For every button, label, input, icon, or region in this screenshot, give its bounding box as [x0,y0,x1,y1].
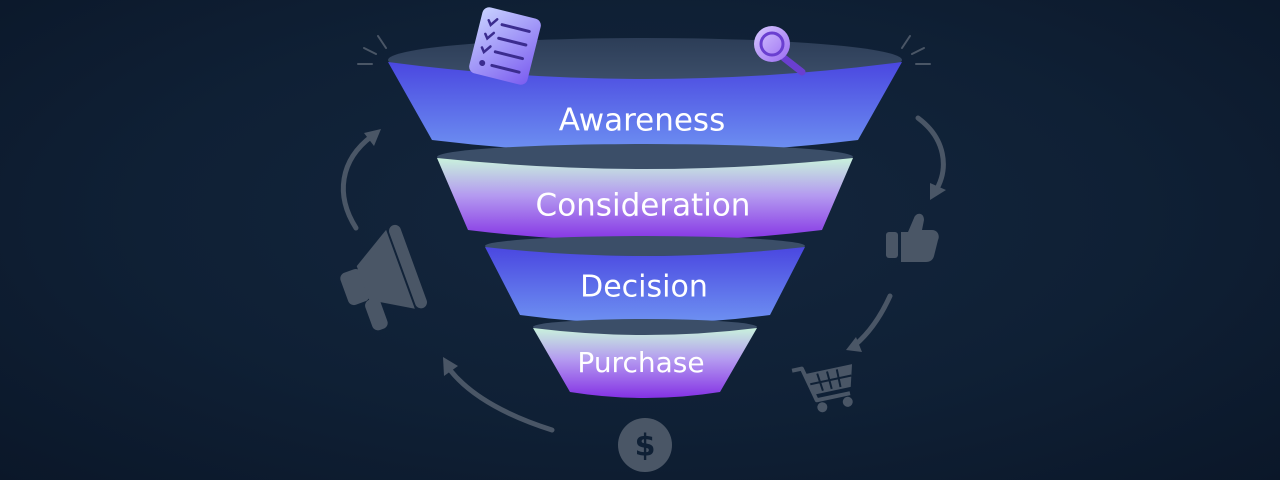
cycle-arrows [340,115,946,433]
arrow-right-lower [852,293,893,348]
funnel-label-decision: Decision [580,270,708,305]
sparkle-marks [357,35,931,65]
magnifier-icon [754,26,806,76]
funnel-tier-top [437,144,853,170]
arrow-right-lower-head [846,337,862,352]
funnel-tier-purchase [533,319,757,398]
arrow-bottom-left [447,367,555,433]
funnel-tier-top [533,319,757,335]
checklist-icon [469,7,541,85]
funnel-tier-consideration [437,144,853,241]
funnel-label-purchase: Purchase [577,346,704,379]
arrow-left-up-head [364,129,381,146]
thumbs-up-icon [886,213,939,262]
funnel: Awareness Consideration Decision Purchas… [388,38,902,398]
arrow-right-down [915,115,946,195]
funnel-tier-body [533,328,757,398]
funnel-label-awareness: Awareness [559,103,725,139]
funnel-tier-decision [485,236,805,324]
funnel-tier-top [485,236,805,256]
arrow-right-down-head [930,183,946,200]
funnel-tier-body [437,158,853,241]
shopping-cart-icon [791,364,853,413]
megaphone-icon [340,224,427,331]
funnel-tier-body [388,62,902,153]
arrow-left-up [340,133,375,231]
funnel-tier-body [485,247,805,324]
dollar-glyph: $ [635,429,656,464]
dollar-coin-icon: $ [618,418,672,472]
arrow-bottom-left-head [443,357,458,376]
funnel-label-consideration: Consideration [536,188,751,224]
